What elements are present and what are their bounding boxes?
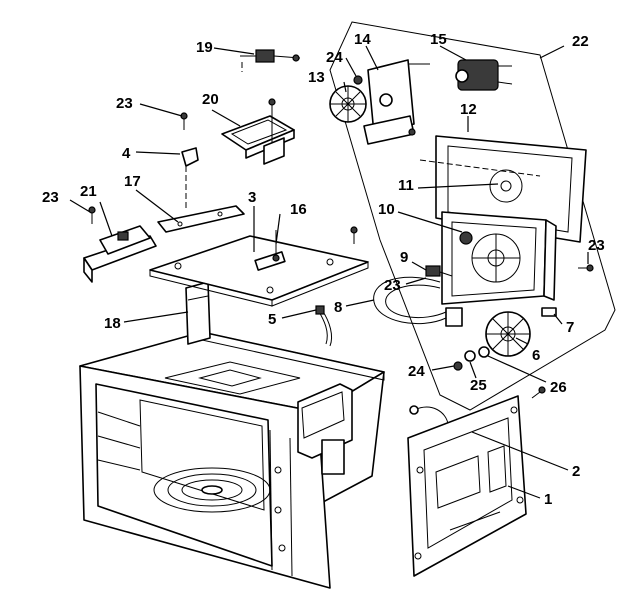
callout-17: 17 bbox=[124, 173, 141, 190]
callout-3: 3 bbox=[248, 189, 256, 206]
part-4-clip bbox=[181, 147, 199, 210]
callout-26: 26 bbox=[550, 379, 567, 396]
callout-labels: 1 2 3 4 5 6 7 8 9 10 11 12 13 14 15 16 1… bbox=[42, 31, 605, 508]
part-24-nut-bottom bbox=[453, 361, 463, 371]
part-5-wire-harness bbox=[315, 305, 333, 347]
callout-9: 9 bbox=[400, 249, 408, 266]
callout-10: 10 bbox=[378, 201, 395, 218]
part-17-bracket bbox=[157, 205, 245, 233]
callout-23-right: 23 bbox=[588, 237, 605, 254]
callout-7: 7 bbox=[566, 319, 574, 336]
callout-21: 21 bbox=[80, 183, 97, 200]
callout-6: 6 bbox=[532, 347, 540, 364]
callout-15: 15 bbox=[430, 31, 447, 48]
callout-2: 2 bbox=[572, 463, 580, 480]
callout-23-top: 23 bbox=[116, 95, 133, 112]
callout-25: 25 bbox=[470, 377, 487, 394]
part-8-wire-loop bbox=[373, 276, 463, 327]
part-1-back-panel bbox=[407, 395, 527, 577]
part-6-fan-blade bbox=[485, 311, 531, 357]
part-14-motor-bracket bbox=[363, 59, 430, 145]
callout-1: 1 bbox=[544, 491, 552, 508]
part-26-washer bbox=[478, 346, 490, 358]
callout-19: 19 bbox=[196, 39, 213, 56]
callout-23-middle: 23 bbox=[384, 277, 401, 294]
callout-13: 13 bbox=[308, 69, 325, 86]
callout-24-top: 24 bbox=[326, 49, 343, 66]
part-13-fan-blade bbox=[329, 85, 367, 123]
callout-24-bottom: 24 bbox=[408, 363, 425, 380]
part-18-bracket bbox=[185, 281, 211, 345]
fan-assembly-boundary bbox=[329, 21, 616, 411]
callout-14: 14 bbox=[354, 31, 371, 48]
callout-12: 12 bbox=[460, 101, 477, 118]
callout-22: 22 bbox=[572, 33, 589, 50]
callout-20: 20 bbox=[202, 91, 219, 108]
part-7-screw bbox=[541, 307, 557, 317]
part-3-top-plate bbox=[149, 235, 369, 307]
part-15-fan-motor bbox=[455, 59, 513, 91]
callout-8: 8 bbox=[334, 299, 342, 316]
oven-cavity bbox=[79, 331, 385, 589]
callout-4: 4 bbox=[122, 145, 131, 162]
screw-set bbox=[88, 54, 594, 399]
callout-16: 16 bbox=[290, 201, 307, 218]
part-20-tray bbox=[221, 104, 295, 165]
callout-11: 11 bbox=[398, 177, 414, 194]
leader-lines bbox=[69, 45, 589, 499]
part-25-washer bbox=[464, 350, 476, 362]
part-24-nut-top bbox=[353, 75, 363, 85]
callout-18: 18 bbox=[104, 315, 121, 332]
callout-5: 5 bbox=[268, 311, 276, 328]
part-10-stirrer-housing bbox=[441, 211, 557, 305]
part-9-connector bbox=[425, 265, 453, 277]
part-21-switch-bracket bbox=[83, 225, 157, 283]
callout-23-left: 23 bbox=[42, 189, 59, 206]
